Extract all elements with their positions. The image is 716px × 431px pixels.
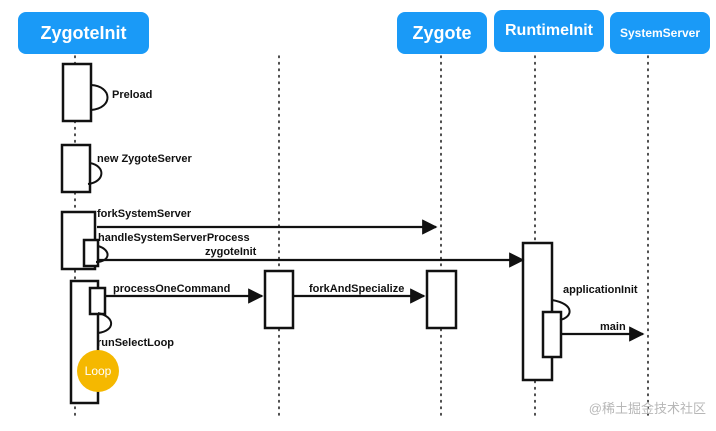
participant-label: Zygote [412, 22, 472, 43]
label-zygote-init: zygoteInit [205, 246, 257, 258]
label-handle-system-server-process: handleSystemServerProcess [98, 232, 250, 244]
participant-label: RuntimeInit [505, 22, 593, 39]
label-fork-system-server: forkSystemServer [97, 208, 192, 220]
self-call-application-init [551, 299, 571, 321]
self-call-run-select-loop [97, 312, 113, 334]
participant-systemserver: SystemServer [610, 12, 710, 54]
loop-badge: Loop [77, 350, 119, 392]
activation-process-command [88, 286, 107, 316]
label-preload: Preload [112, 89, 152, 101]
loop-badge-label: Loop [84, 364, 112, 378]
activation-new-server [60, 143, 92, 194]
activation-middle [263, 269, 295, 330]
label-process-one-command: processOneCommand [113, 283, 230, 295]
participant-zygote: Zygote [397, 12, 487, 54]
self-call-new-server [87, 162, 103, 185]
watermark: @稀土掘金技术社区 [588, 401, 706, 416]
activation-handle-process [82, 238, 100, 268]
label-run-select-loop: runSelectLoop [97, 337, 174, 349]
label-new-zygote-server: new ZygoteServer [97, 153, 192, 165]
self-call-handle-process [95, 245, 109, 263]
participant-runtimeinit: RuntimeInit [494, 10, 604, 52]
participant-label: SystemServer [619, 26, 701, 40]
activation-preload [61, 62, 93, 123]
participant-zygoteinit: ZygoteInit [18, 12, 149, 54]
label-main: main [600, 321, 626, 333]
activation-zygote [425, 269, 458, 330]
self-call-preload [90, 84, 109, 111]
activation-application-init [541, 310, 563, 359]
label-fork-and-specialize: forkAndSpecialize [309, 283, 404, 295]
label-application-init: applicationInit [563, 284, 638, 296]
participant-label: ZygoteInit [40, 22, 127, 43]
